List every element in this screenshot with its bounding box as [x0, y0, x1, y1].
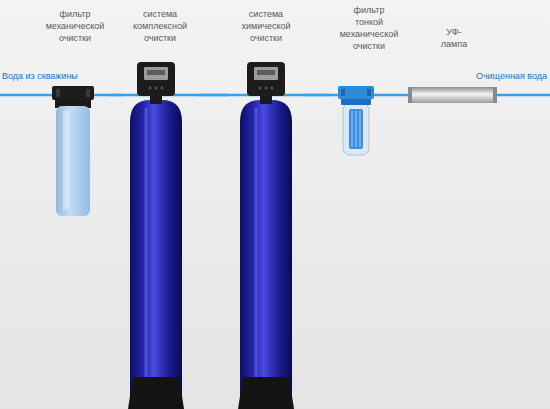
equipment-heading: УФ-лампа: [441, 26, 467, 50]
equipment-unit: система химической очистки: [228, 8, 304, 409]
pressure-tank: [128, 62, 184, 409]
flow-label: Очищенная вода: [476, 70, 547, 82]
equipment-unit: УФ-лампа: [410, 26, 498, 106]
equipment-heading: система химической очистки: [241, 8, 290, 44]
fine-filter: [338, 86, 374, 155]
equipment-unit: фильтр механической очистки: [40, 8, 110, 218]
pipe-connector: [304, 94, 330, 97]
flow-label: Вода из скважины: [2, 70, 78, 82]
pipe-connector: [198, 94, 228, 97]
pipe-connector: [110, 94, 122, 97]
equipment-heading: фильтр тонкой механической очистки: [340, 4, 399, 52]
uv-lamp: [408, 87, 497, 103]
pressure-tank: [238, 62, 294, 409]
equipment-unit: система комплексной очистки: [122, 8, 198, 409]
equipment-heading: фильтр механической очистки: [46, 8, 105, 44]
housing-filter: [52, 86, 94, 216]
equipment-heading: система комплексной очистки: [133, 8, 187, 44]
equipment-unit: фильтр тонкой механической очистки: [330, 4, 408, 159]
pipe-connector: [408, 94, 410, 97]
